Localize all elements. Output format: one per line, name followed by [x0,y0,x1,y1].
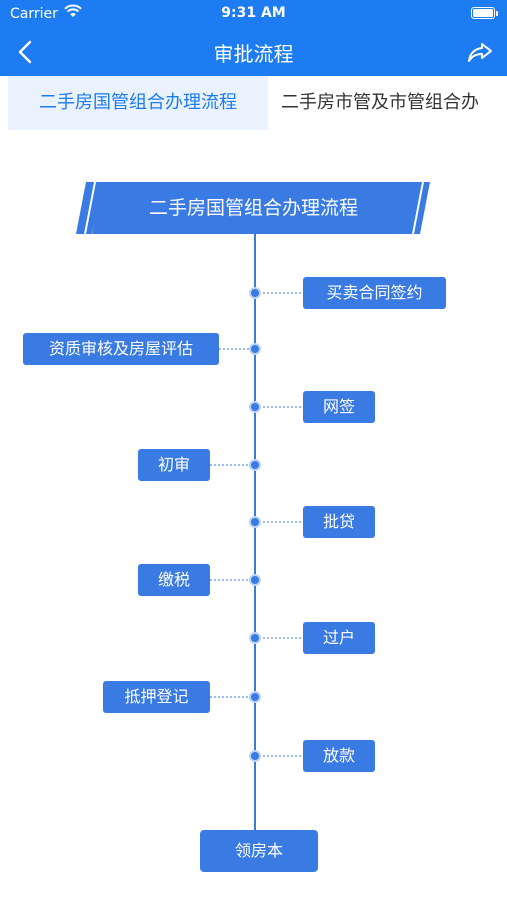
step-property-certificate: 领房本 [200,830,318,872]
back-arrow-icon[interactable] [10,36,42,68]
flow-connectors [76,182,430,835]
battery-tip [496,11,498,16]
step-qualification-appraisal: 资质审核及房屋评估 [23,333,219,365]
tab-bar: 二手房国管组合办理流程 二手房市管及市管组合办 [0,76,507,130]
flow-diagram: 二手房国管组合办理流程 买卖合同签约 资质审核及房屋评估 网签 初审 批贷 缴税… [0,130,507,900]
carrier-label: Carrier [10,6,58,22]
navigation-bar: 审批流程 [0,28,507,76]
step-mortgage-registration: 抵押登记 [103,681,210,713]
step-online-signing: 网签 [303,391,375,423]
top-bar: Carrier 9:31 AM 审批流程 [0,0,507,76]
battery-icon [471,7,495,19]
tab-guoguan-combo[interactable]: 二手房国管组合办理流程 [8,76,268,130]
status-time: 9:31 AM [221,5,286,21]
flow-title: 二手房国管组合办理流程 [149,197,359,219]
tab-shiguan-combo[interactable]: 二手房市管及市管组合办 [281,92,479,113]
step-initial-review: 初审 [138,449,210,481]
wifi-icon [64,4,82,17]
step-sales-contract: 买卖合同签约 [303,277,446,309]
page-title: 审批流程 [213,42,294,66]
status-bar: Carrier 9:31 AM [0,0,507,28]
flow-title-banner: 二手房国管组合办理流程 [92,182,416,234]
share-icon[interactable] [465,37,495,67]
step-tax-payment: 缴税 [138,564,210,596]
step-loan-release: 放款 [303,740,375,772]
step-loan-approval: 批贷 [303,506,375,538]
step-transfer: 过户 [303,622,375,654]
